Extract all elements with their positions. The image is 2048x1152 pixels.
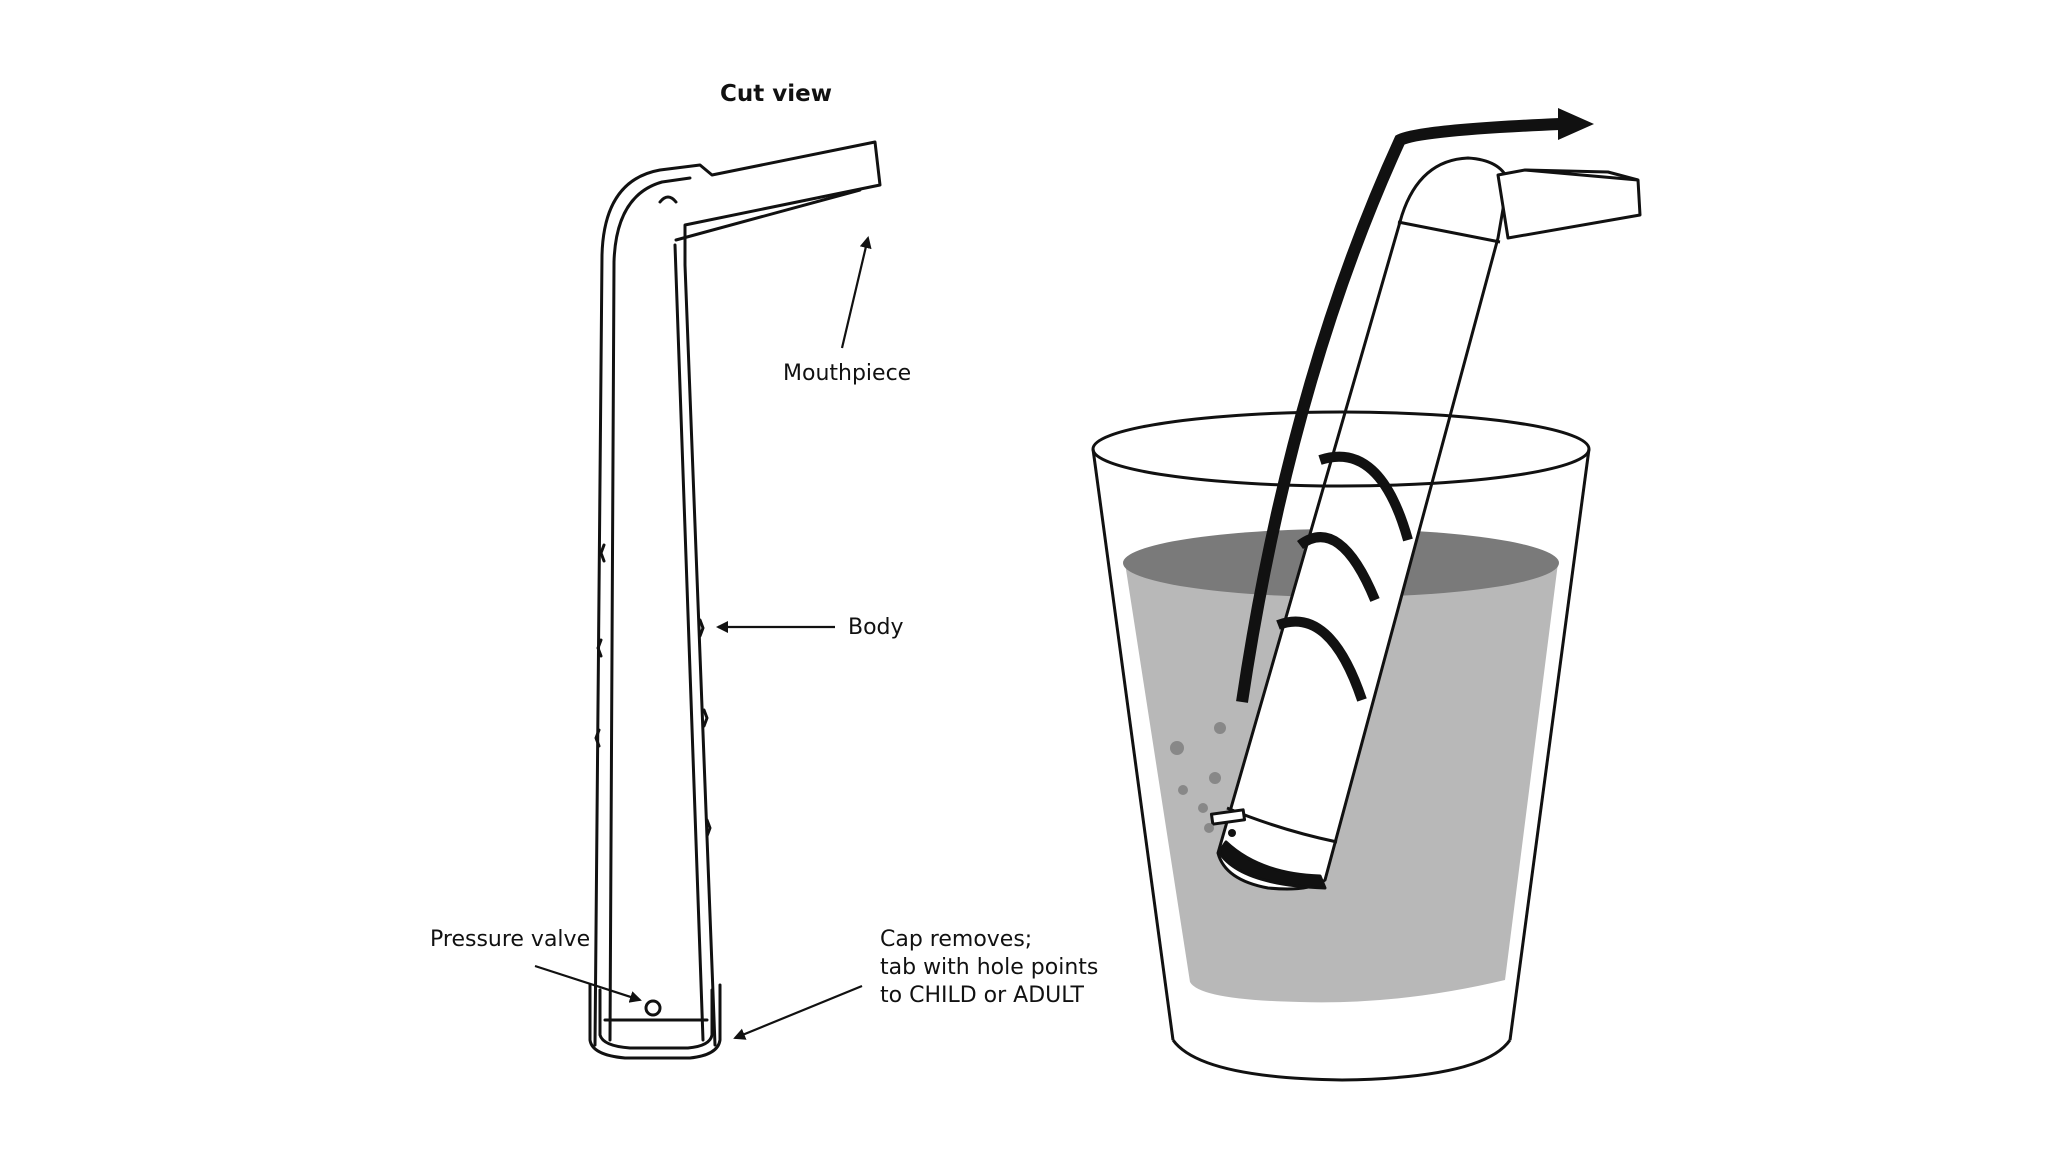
cut-view-title: Cut view — [720, 81, 832, 107]
body-inner-wall-right-vertical — [673, 243, 705, 1042]
body-notch-1 — [599, 543, 606, 563]
arrow-pressure-valve — [534, 964, 642, 1003]
label-pressure-valve: Pressure valve — [430, 927, 591, 952]
airflow-arrow — [1236, 108, 1594, 703]
glass-left-wall — [1091, 448, 1175, 1041]
device-cap-tab-hole — [1228, 829, 1236, 837]
body-notch-4 — [698, 618, 705, 638]
device-band-2 — [1297, 532, 1380, 602]
glass-base — [1171, 1039, 1512, 1082]
body-notch-5 — [702, 708, 709, 728]
airflow-arrow-head — [1558, 108, 1594, 140]
label-cap-line-2: tab with hole points — [880, 955, 1099, 980]
body-notch-3 — [594, 728, 601, 748]
submerged-device — [1209, 156, 1642, 891]
bubble — [1209, 772, 1221, 784]
label-cap: Cap removes; tab with hole points to CHI… — [880, 926, 1098, 1010]
body-notch-2 — [596, 638, 603, 658]
cap-outline — [588, 983, 722, 1060]
label-mouthpiece: Mouthpiece — [783, 361, 912, 386]
device-mouthpiece — [1496, 168, 1642, 240]
joint-notch — [658, 195, 678, 204]
device-cap-tab — [1209, 808, 1247, 826]
bubble — [1198, 803, 1208, 813]
body-inner-wall-left — [608, 176, 692, 1042]
cap-inner-line — [598, 988, 714, 1050]
airflow-arrow-line — [1236, 118, 1561, 703]
pressure-valve-hole — [644, 999, 662, 1017]
bubble — [1178, 785, 1188, 795]
drinking-glass — [1091, 410, 1591, 1082]
device-cap-bottom — [1217, 840, 1327, 890]
body-outer-outline — [593, 140, 882, 1047]
device-band-1 — [1318, 451, 1413, 542]
device-band-3 — [1276, 616, 1367, 702]
label-cap-line-3: to CHILD or ADULT — [880, 983, 1084, 1008]
cut-view-device — [588, 140, 882, 1060]
arrow-mouthpiece — [840, 236, 872, 349]
label-cap-line-1: Cap removes; — [880, 927, 1033, 952]
device-mouthpiece-top — [1524, 168, 1639, 182]
bubble — [1170, 741, 1184, 755]
bubbles — [1170, 722, 1226, 833]
device-head-band — [1397, 220, 1501, 244]
body-notch-6 — [705, 818, 712, 838]
cut-view-arrows — [534, 236, 872, 1040]
label-body: Body — [848, 615, 904, 640]
bubble — [1204, 823, 1214, 833]
body-inner-wall-right — [674, 188, 862, 242]
glass-right-wall — [1508, 448, 1591, 1041]
arrow-cap — [733, 984, 863, 1040]
bubble — [1214, 722, 1226, 734]
